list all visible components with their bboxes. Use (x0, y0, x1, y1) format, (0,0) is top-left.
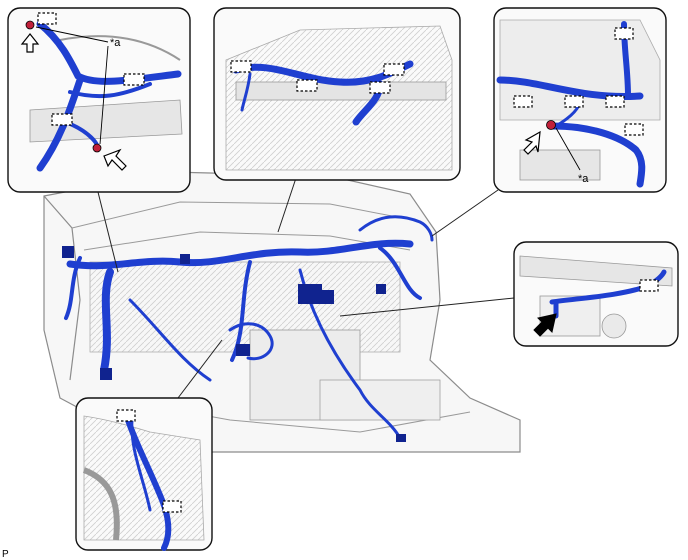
leader-right (339, 297, 515, 317)
clamp-marker (369, 81, 391, 94)
harness-segment (130, 418, 152, 512)
clamp-marker (614, 27, 634, 40)
clamp-marker (564, 95, 584, 108)
inset-top-right: *a (493, 7, 667, 193)
callout-top-right: *a (578, 173, 589, 185)
inset-structure (519, 149, 601, 181)
clamp-marker (624, 123, 644, 136)
harness-right-branch (378, 246, 422, 300)
clamp-markers (230, 60, 405, 94)
harness-left-drop (100, 268, 114, 374)
clamp-marker (513, 95, 533, 108)
leader-top-left (97, 191, 119, 273)
arrow-icon (103, 148, 127, 171)
clamp-marker (116, 409, 136, 422)
clamp-marker (383, 63, 405, 76)
connector (376, 284, 386, 294)
callout-leader (555, 127, 581, 171)
connector (298, 284, 322, 304)
main-dashboard-view (43, 171, 521, 453)
arrow-icon (523, 130, 541, 155)
clamp-marker (51, 113, 73, 126)
clamp-marker (37, 12, 57, 25)
callout-top-left: *a (110, 37, 121, 49)
harness-segment (240, 72, 252, 112)
clamp-markers (37, 12, 145, 126)
clamp-marker (123, 73, 145, 86)
clamp-marker (296, 79, 318, 92)
clamp-marker (639, 279, 659, 292)
bolt (25, 20, 35, 30)
inset-right (513, 241, 679, 347)
harness-center-drop (230, 260, 252, 362)
connector (320, 290, 334, 304)
harness-trunk (66, 239, 414, 270)
arrow-icon (20, 33, 40, 53)
inset-structure (519, 255, 673, 287)
arrow-icon (533, 313, 557, 337)
leader-top-right (431, 189, 499, 237)
harness-segment (123, 411, 172, 551)
harness-upper-right (358, 215, 434, 242)
inset-structure (601, 313, 627, 339)
clamp-marker (230, 60, 252, 73)
inset-bottom-left (75, 397, 213, 551)
main-connectors (62, 246, 406, 442)
clamp-markers (513, 27, 644, 136)
connector (236, 344, 250, 356)
callout-leader (35, 26, 109, 145)
main-harness (64, 215, 434, 440)
harness-segment (548, 122, 646, 188)
connector (396, 434, 406, 442)
harness-center-loop (228, 322, 274, 361)
clamp-marker (162, 500, 182, 513)
harness (123, 411, 172, 551)
inset-structure (59, 35, 181, 61)
leader-bottom-left (177, 339, 223, 399)
harness-lower-left (128, 298, 212, 382)
inset-top-center (213, 7, 461, 181)
harness-segment (68, 82, 152, 99)
harness-left-branch (64, 256, 82, 320)
clamp-markers (116, 409, 182, 513)
figure-id-label: P (2, 549, 9, 560)
connector (180, 254, 190, 264)
bolt (92, 143, 102, 153)
connector (100, 368, 112, 380)
windshield-line (71, 201, 403, 229)
leader-lines (97, 177, 515, 399)
inset-structure (82, 467, 120, 541)
inset-top-left: *a (7, 7, 191, 193)
leader-top-center (277, 177, 297, 233)
bolt (546, 120, 556, 130)
clamp-marker (605, 95, 625, 108)
connector (62, 246, 74, 258)
